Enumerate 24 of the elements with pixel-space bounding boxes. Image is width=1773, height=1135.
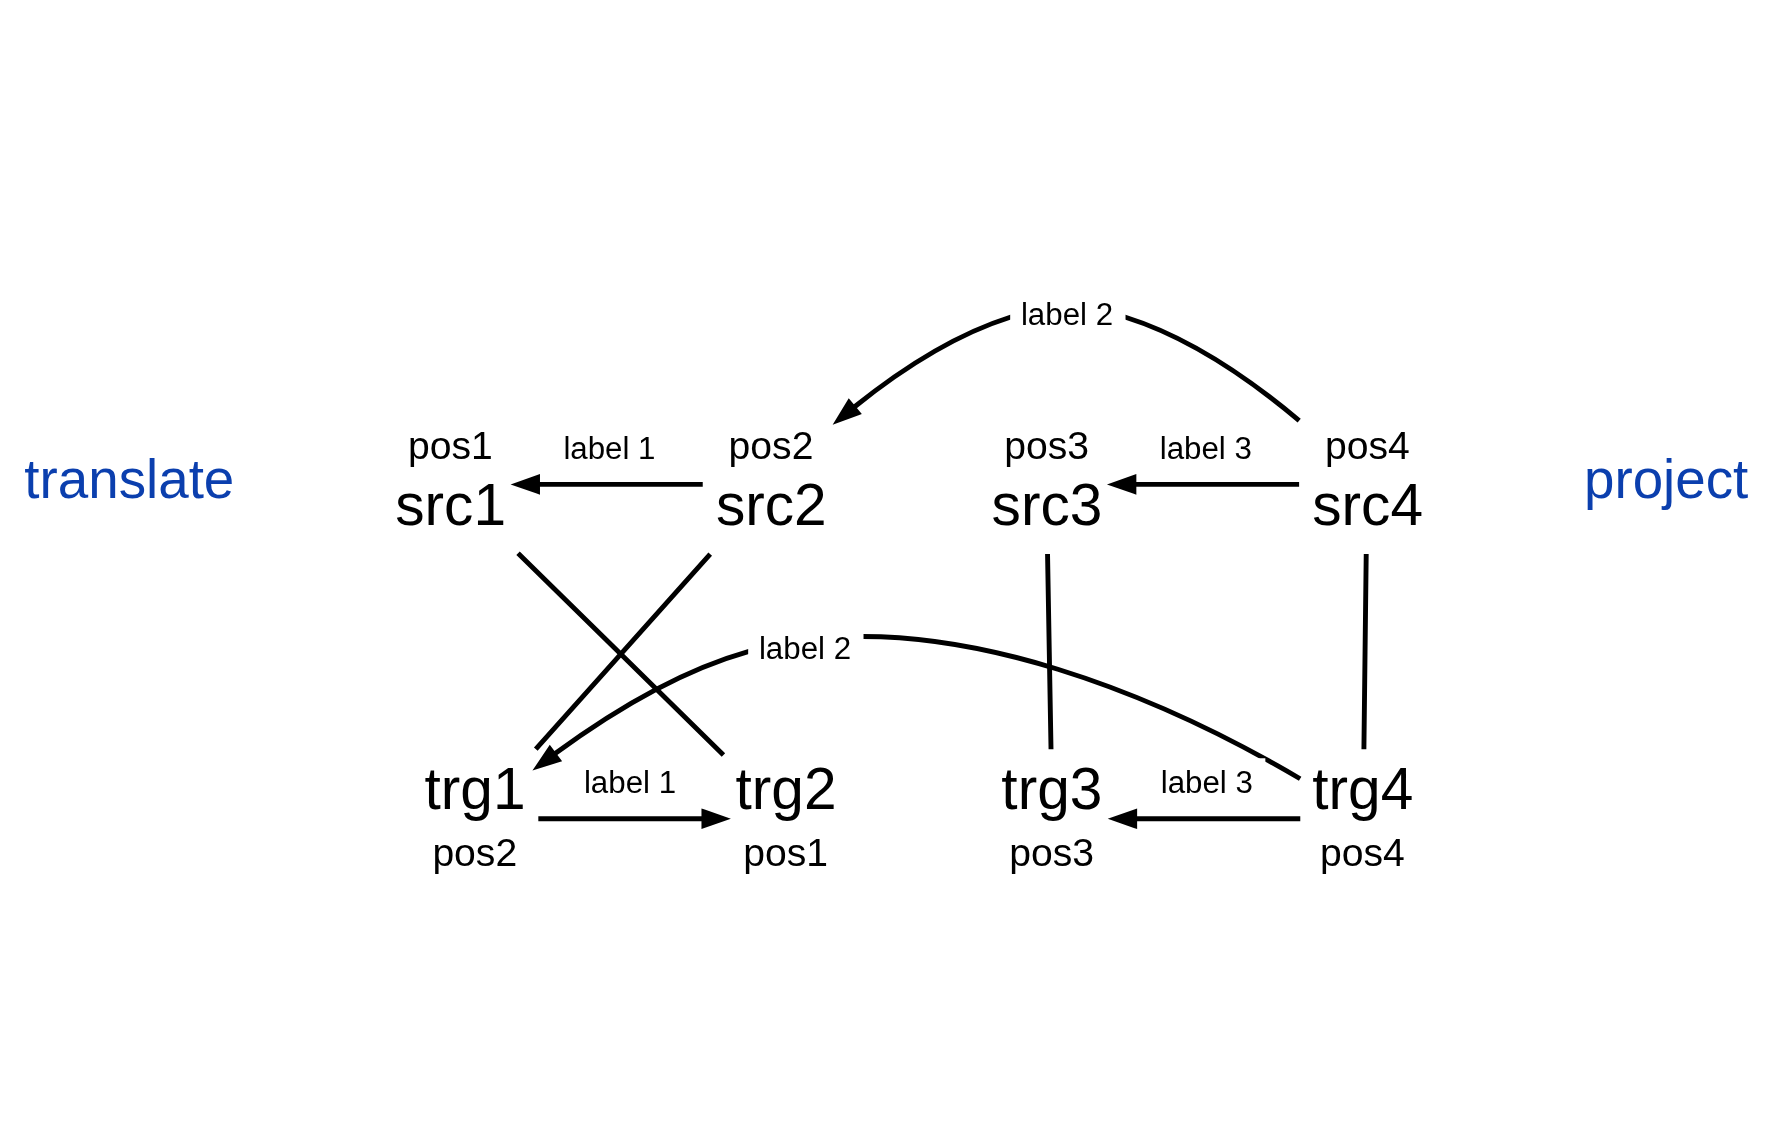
edge-label: label 1 [563,430,656,466]
connector [516,551,726,757]
node-text: trg4 pos4 [1312,755,1414,874]
node-text: trg1 pos2 [424,755,526,874]
arrow [510,473,703,495]
arrow [1106,473,1300,495]
arrow [538,807,731,829]
node-text: trg2 pos1 [735,755,837,874]
edge-label: label 2 [1020,296,1114,332]
node-text: pos2 src2 [715,423,827,537]
label: project [1584,447,1749,510]
edge-label: label 3 [1159,430,1252,466]
connector [1361,553,1369,749]
arrow [1107,807,1301,829]
edge-label: label 2 [758,630,852,666]
connector [533,551,712,751]
node-text: pos4 src4 [1312,423,1424,537]
label: translate [24,447,235,510]
edge-label: label 1 [583,764,677,800]
edge-label: label 3 [1160,764,1253,800]
node-text: pos1 src1 [395,423,507,537]
connector [1045,553,1054,749]
node-text: pos3 src3 [991,423,1103,537]
node-text: trg3 pos3 [1001,755,1103,874]
